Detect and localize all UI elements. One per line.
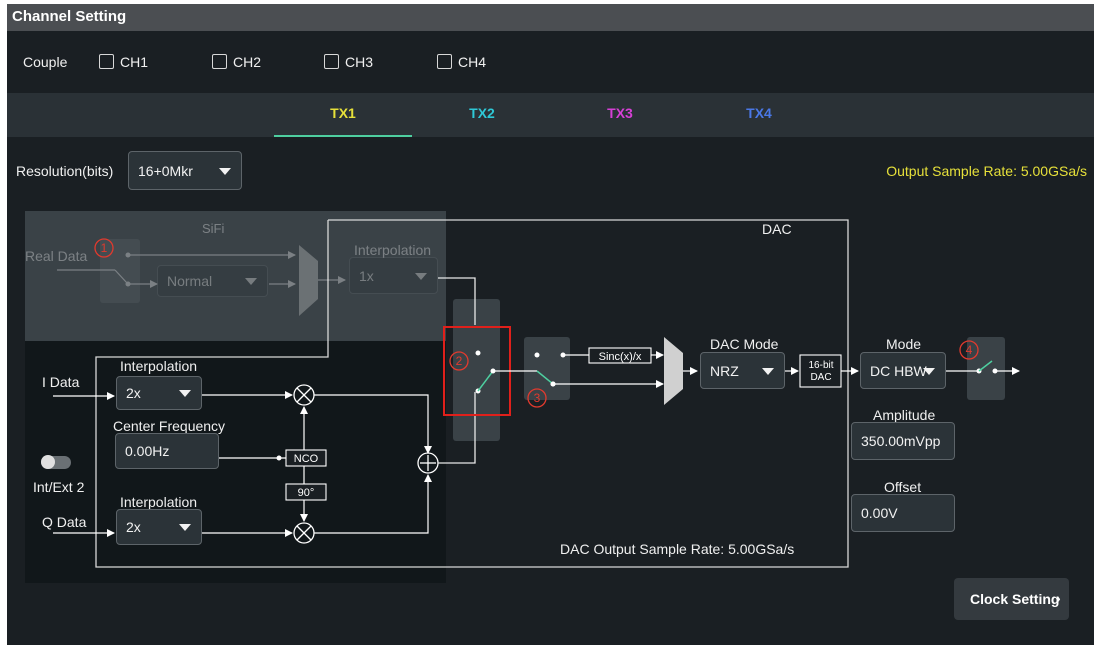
mode-label: Mode (886, 336, 921, 352)
marker-3 (527, 388, 547, 408)
amplitude-value: 350.00mVpp (861, 433, 941, 449)
signal-chain-diagram: DAC SiFi Real Data Interpolation I Data … (25, 211, 1020, 583)
tab-tx2[interactable]: TX2 (413, 93, 551, 137)
marker-1 (94, 238, 114, 258)
q-interp-label: Interpolation (120, 494, 197, 510)
center-frequency-value: 0.00Hz (125, 443, 170, 459)
chevron-down-icon (245, 278, 257, 285)
q-interp-dropdown[interactable]: 2x (116, 509, 202, 545)
dac-mode-value: NRZ (710, 362, 739, 379)
sifi-mux (299, 245, 318, 316)
title-bar: Channel Setting (7, 4, 1094, 31)
couple-row: Couple CH1 CH2 CH3 CH4 (7, 31, 1094, 93)
q-data-label: Q Data (42, 514, 87, 530)
i-interp-dropdown[interactable]: 2x (116, 376, 202, 410)
sifi-interp-dropdown[interactable]: 1x (349, 257, 438, 294)
marker-1-number: 1 (101, 241, 108, 255)
sifi-interp-label: Interpolation (354, 242, 431, 258)
ch2-label: CH2 (233, 54, 262, 70)
sifi-section: SiFi Real Data Interpolation (25, 221, 431, 316)
sinc-label: Sinc(x)/x (599, 351, 642, 363)
tab-tx2-label: TX2 (469, 105, 495, 121)
tab-tx1-underline (274, 135, 412, 137)
output-mode-dropdown[interactable]: DC HBW (860, 352, 946, 389)
dac-mode-label: DAC Mode (710, 336, 779, 352)
sifi-mode-value: Normal (167, 273, 213, 289)
tab-tx4[interactable]: TX4 (690, 93, 828, 137)
marker-4 (959, 340, 979, 360)
center-freq-label: Center Frequency (113, 418, 225, 434)
marker-4-number: 4 (966, 343, 973, 357)
phase-label: 90° (298, 487, 315, 499)
amplitude-field[interactable]: 350.00mVpp (851, 422, 955, 460)
chevron-down-icon (219, 167, 231, 175)
dac-title: DAC (762, 221, 792, 237)
switch3-lever (536, 370, 554, 385)
marker-2 (449, 351, 469, 371)
i-data-label: I Data (42, 374, 80, 390)
phase-shift-block (285, 483, 327, 501)
resolution-value: 16+0Mkr (138, 162, 193, 179)
clock-setting-label: Clock Setting (970, 591, 1060, 607)
sifi-panel (25, 211, 446, 341)
channel-setting-window: Channel Setting Couple CH1 CH2 CH3 CH4 T… (7, 4, 1094, 645)
ch1-label: CH1 (120, 54, 149, 70)
switch4-panel (967, 337, 1005, 400)
real-data-label: Real Data (25, 248, 87, 264)
chevron-down-icon (923, 367, 935, 375)
window-title: Channel Setting (12, 8, 127, 25)
sifi-title: SiFi (202, 221, 225, 236)
chevron-down-icon (762, 367, 774, 375)
output-mode-value: DC HBW (870, 362, 927, 379)
nco-block (285, 449, 327, 467)
chevron-down-icon (415, 272, 427, 280)
clock-setting-button[interactable]: Clock Setting › (954, 578, 1069, 620)
ch4-checkbox[interactable] (437, 54, 452, 69)
center-frequency-field[interactable]: 0.00Hz (115, 433, 219, 469)
offset-value: 0.00V (861, 505, 898, 521)
dac-outline (95, 219, 849, 568)
q-interp-value: 2x (126, 519, 141, 535)
bit-dac-label-2: DAC (810, 372, 831, 383)
tab-tx1[interactable]: TX1 (274, 93, 412, 137)
marker-2-number: 2 (456, 354, 463, 368)
sifi-interp-value: 1x (359, 267, 374, 284)
bit-dac-label-1: 16-bit (808, 360, 833, 371)
ch3-label: CH3 (345, 54, 374, 70)
chevron-right-icon: › (1056, 590, 1061, 606)
nco-label: NCO (294, 453, 319, 465)
int-ext-label: Int/Ext 2 (33, 479, 85, 495)
dac-mode-dropdown[interactable]: NRZ (700, 352, 785, 389)
sifi-mode-dropdown[interactable]: Normal (157, 265, 268, 297)
iq-panel (25, 341, 446, 583)
toggle-knob (41, 455, 55, 469)
i-interp-label: Interpolation (120, 358, 197, 374)
tab-tx4-label: TX4 (746, 105, 772, 121)
marker-3-number: 3 (534, 391, 541, 405)
ch4-label: CH4 (458, 54, 487, 70)
tab-tx3-label: TX3 (607, 105, 633, 121)
resolution-label: Resolution(bits) (16, 163, 114, 179)
resolution-dropdown[interactable]: 16+0Mkr (128, 151, 242, 190)
bit-dac-block (799, 354, 842, 388)
tab-tx3[interactable]: TX3 (551, 93, 689, 137)
ch1-checkbox[interactable] (99, 54, 114, 69)
tx-tab-bar: TX1 TX2 TX3 TX4 (7, 93, 1094, 137)
chevron-down-icon (179, 524, 191, 531)
dac-output-rate: DAC Output Sample Rate: 5.00GSa/s (560, 541, 794, 557)
chevron-down-icon (179, 390, 191, 397)
amplitude-label: Amplitude (873, 407, 935, 423)
ch3-checkbox[interactable] (324, 54, 339, 69)
output-sample-rate: Output Sample Rate: 5.00GSa/s (886, 163, 1087, 179)
offset-label: Offset (884, 479, 921, 495)
couple-label: Couple (23, 54, 68, 70)
dac-mux (664, 337, 683, 405)
tab-tx1-label: TX1 (330, 105, 356, 121)
switch2-panel (453, 299, 500, 441)
offset-field[interactable]: 0.00V (851, 494, 955, 532)
switch2-lever (477, 370, 494, 392)
i-interp-value: 2x (126, 385, 141, 401)
switch4-lever (978, 360, 993, 372)
ch2-checkbox[interactable] (212, 54, 227, 69)
